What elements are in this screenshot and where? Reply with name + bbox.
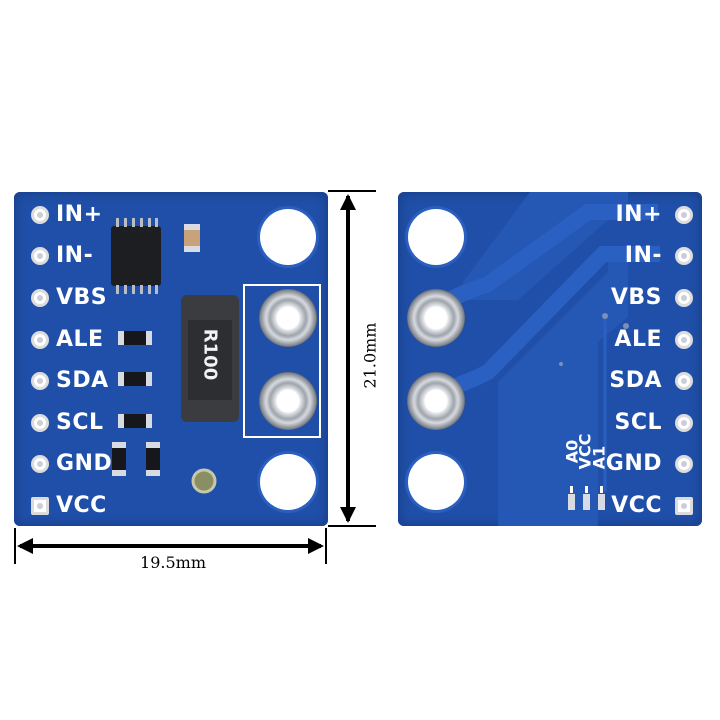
pin-label-scl: SCL [56, 410, 104, 435]
pin-label-sda: SDA [56, 368, 109, 393]
pin-label-in-minus: IN- [56, 243, 94, 268]
pin-label-ale: ALE [56, 327, 104, 352]
pad-vbs [31, 289, 49, 307]
back-board: A0 VCC A1 IN+ IN- VBS ALE SDA SCL GND VC… [398, 192, 702, 526]
back-pin-label-vbs: VBS [610, 285, 662, 310]
back-pad-gnd [675, 455, 693, 473]
width-dimension-label: 19.5mm [140, 553, 206, 572]
mounting-hole-top [260, 209, 316, 265]
back-pin-label-scl: SCL [614, 410, 662, 435]
pad-vcc [31, 497, 49, 515]
pad-in-minus [31, 247, 49, 265]
back-pin-label-ale: ALE [614, 327, 662, 352]
back-pad-scl [675, 414, 693, 432]
back-pad-in-plus [675, 206, 693, 224]
shunt-resistor [181, 295, 239, 422]
height-dimension-label: 21.0mm [360, 322, 380, 389]
test-via [191, 468, 217, 494]
mounting-hole-bottom [260, 454, 316, 510]
pad-gnd [31, 455, 49, 473]
front-components [111, 218, 321, 494]
back-pad-vcc [675, 497, 693, 515]
terminal-outline [243, 284, 321, 438]
pad-scl [31, 414, 49, 432]
back-pin-label-sda: SDA [609, 368, 662, 393]
ic-chip [111, 218, 161, 294]
address-jumpers [568, 486, 605, 510]
back-mounting-hole-top [408, 209, 464, 265]
back-pad-sda [675, 372, 693, 390]
back-pin-label-in-minus: IN- [624, 243, 662, 268]
back-pin-label-in-plus: IN+ [615, 202, 662, 227]
terminal-hole-in-minus [259, 372, 317, 430]
back-pin-label-gnd: GND [605, 451, 662, 476]
back-terminal-hole-2 [407, 372, 465, 430]
pad-sda [31, 372, 49, 390]
smd-resistors [112, 331, 160, 476]
back-terminal-hole-1 [407, 289, 465, 347]
pin-label-in-plus: IN+ [56, 202, 103, 227]
back-pad-in-minus [675, 247, 693, 265]
back-pad-ale [675, 331, 693, 349]
pin-label-vcc: VCC [56, 493, 107, 518]
pin-label-vbs: VBS [56, 285, 108, 310]
capacitor [184, 224, 200, 252]
back-pad-vbs [675, 289, 693, 307]
front-board: IN+ IN- VBS ALE SDA SCL GND VCC [14, 192, 328, 526]
back-mounting-hole-bottom [408, 454, 464, 510]
pad-in-plus [31, 206, 49, 224]
pad-ale [31, 331, 49, 349]
pin-label-gnd: GND [56, 451, 113, 476]
back-pin-label-vcc: VCC [611, 493, 662, 518]
terminal-hole-in-plus [259, 289, 317, 347]
